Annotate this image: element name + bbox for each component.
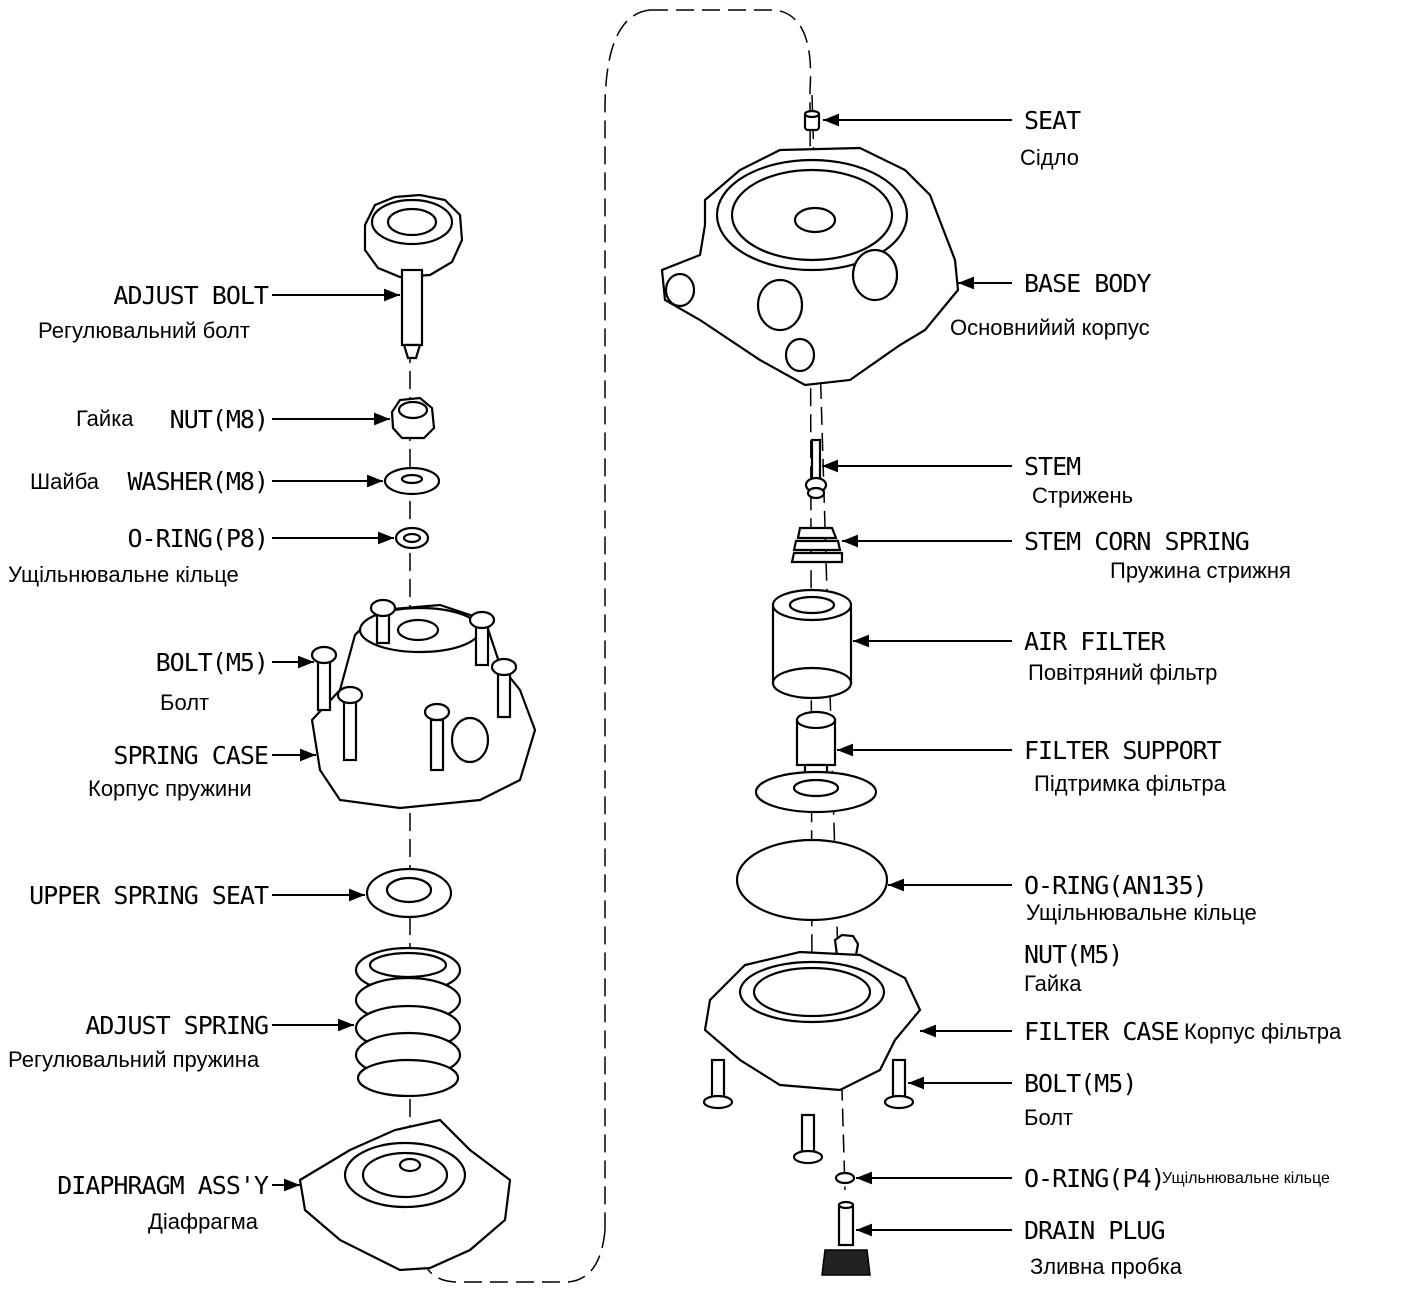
label-adjust-spring-ua: Регулювальний пружина xyxy=(8,1047,260,1072)
label-o-ring-an135-en: O-RING(AN135) xyxy=(1024,871,1207,900)
label-seat-en: SEAT xyxy=(1024,106,1081,135)
drain-plug-part xyxy=(821,1200,871,1276)
label-stem-en: STEM xyxy=(1024,452,1080,481)
label-nut-m5-ua: Гайка xyxy=(1024,971,1082,996)
label-washer-m8-en: WASHER(M8) xyxy=(127,467,268,496)
label-filter-support-ua: Підтримка фільтра xyxy=(1034,771,1227,796)
label-spring-case-en: SPRING CASE xyxy=(113,741,268,770)
nut-m8-part xyxy=(390,396,436,440)
label-adjust-bolt-ua: Регулювальний болт xyxy=(38,318,250,343)
label-o-ring-p4-ua: Ущільнювальне кільце xyxy=(1162,1170,1330,1187)
label-o-ring-p8-en: O-RING(P8) xyxy=(127,524,268,553)
label-air-filter-ua: Повітряний фільтр xyxy=(1028,660,1217,685)
o-ring-p8-part xyxy=(394,526,430,550)
label-spring-case-ua: Корпус пружини xyxy=(88,776,252,801)
adjust-spring-part xyxy=(354,946,462,1098)
adjust-bolt-part xyxy=(363,193,464,360)
label-nut-m8-en: NUT(M8) xyxy=(170,405,268,434)
label-stem-corn-spring-ua: Пружина стрижня xyxy=(1110,558,1291,583)
label-stem-corn-spring-en: STEM CORN SPRING xyxy=(1024,527,1249,556)
air-filter-part xyxy=(771,588,853,700)
label-adjust-spring-en: ADJUST SPRING xyxy=(85,1011,268,1040)
label-o-ring-p8-ua: Ущільнювальне кільце xyxy=(8,562,239,587)
label-o-ring-an135-ua: Ущільнювальне кільце xyxy=(1026,900,1257,925)
label-diaphragm-ua: Діафрагма xyxy=(148,1209,259,1234)
label-nut-m8-ua: Гайка xyxy=(76,406,134,431)
base-body-part xyxy=(660,146,960,387)
label-washer-m8-ua: Шайба xyxy=(30,469,100,494)
label-air-filter-en: AIR FILTER xyxy=(1024,627,1166,656)
stem-part xyxy=(804,438,828,500)
label-drain-plug-ua: Зливна пробка xyxy=(1030,1254,1183,1279)
label-bolt-m5-left-ua: Болт xyxy=(160,690,209,715)
label-o-ring-p4-en: O-RING(P4) xyxy=(1024,1164,1165,1193)
label-base-body-ua: Основнийий корпус xyxy=(950,315,1150,340)
stem-corn-spring-part xyxy=(790,526,844,564)
label-bolt-m5-right-en: BOLT(M5) xyxy=(1024,1069,1136,1098)
seat-part xyxy=(803,109,821,132)
filter-case-part xyxy=(702,950,922,1165)
label-drain-plug-en: DRAIN PLUG xyxy=(1024,1216,1165,1245)
assembly-boundary xyxy=(419,9,813,1283)
label-seat-ua: Сідло xyxy=(1020,145,1079,170)
o-ring-p4-part xyxy=(834,1171,856,1185)
spring-case-part xyxy=(310,598,537,810)
label-diaphragm-en: DIAPHRAGM ASS'Y xyxy=(57,1171,269,1200)
label-adjust-bolt-en: ADJUST BOLT xyxy=(113,281,269,310)
washer-m8-part xyxy=(383,466,441,496)
label-filter-support-en: FILTER SUPPORT xyxy=(1024,736,1222,765)
label-bolt-m5-left-en: BOLT(M5) xyxy=(156,648,268,677)
label-stem-ua: Стрижень xyxy=(1032,483,1133,508)
diaphragm-part xyxy=(298,1118,512,1272)
upper-spring-seat-part xyxy=(365,867,453,919)
label-bolt-m5-right-ua: Болт xyxy=(1024,1105,1073,1130)
label-filter-case-ua: Корпус фільтра xyxy=(1184,1019,1342,1044)
filter-support-part xyxy=(754,710,878,814)
label-base-body-en: BASE BODY xyxy=(1024,269,1151,298)
label-nut-m5-en: NUT(M5) xyxy=(1024,940,1122,969)
label-upper-spring-seat-en: UPPER SPRING SEAT xyxy=(29,881,269,910)
o-ring-an135-part xyxy=(735,838,889,922)
label-filter-case-en: FILTER CASE xyxy=(1024,1017,1179,1046)
